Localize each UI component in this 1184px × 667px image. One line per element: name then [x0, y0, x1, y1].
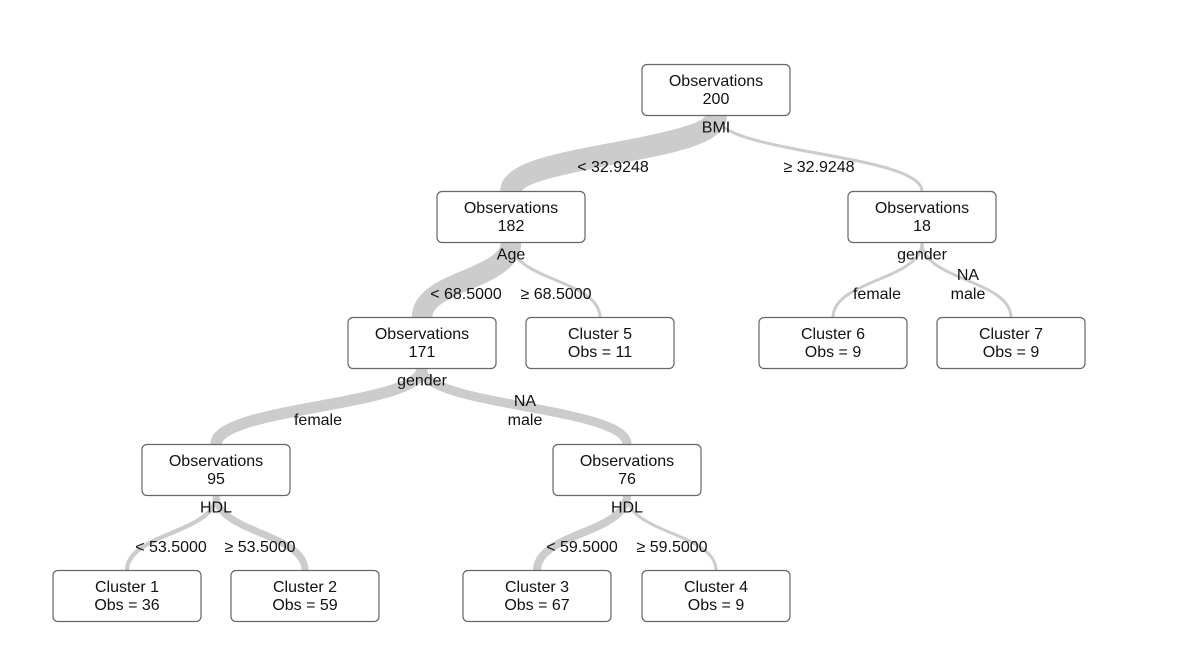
node-value: Obs = 59	[272, 597, 337, 614]
edge-label-n18-c6: female	[853, 286, 901, 303]
edge-label-n95-c2: ≥ 53.5000	[224, 539, 295, 556]
edge-label-n182-n171: < 68.5000	[430, 286, 502, 303]
node-value: Obs = 9	[805, 344, 862, 361]
node-split-variable: gender	[897, 247, 947, 264]
edge-label-n76-c4: ≥ 59.5000	[636, 539, 707, 556]
edge-label-n18-c7: NA	[957, 267, 980, 284]
edge-n95-c1	[124, 495, 219, 571]
edge-n182-n171	[411, 240, 522, 320]
node-title: Observations	[580, 453, 674, 470]
node-value: 182	[498, 218, 525, 235]
node-value: Obs = 36	[94, 597, 159, 614]
node-value: 18	[913, 218, 931, 235]
node-title: Observations	[875, 200, 969, 217]
node-title: Cluster 2	[273, 579, 337, 596]
tree-nodes: Observations200BMIObservations182AgeObse…	[52, 63, 1086, 623]
node-box	[641, 569, 791, 623]
node-value: 171	[409, 344, 436, 361]
node-box	[552, 443, 702, 497]
node-title: Cluster 4	[684, 579, 748, 596]
edge-label2-n18-c7: male	[951, 286, 986, 303]
edge-n76-c3	[533, 494, 631, 572]
node-box	[230, 569, 380, 623]
node-split-variable: gender	[397, 373, 447, 390]
edge-label-n182-c5: ≥ 68.5000	[520, 286, 591, 303]
node-split-variable: BMI	[702, 120, 730, 137]
node-value: 76	[618, 471, 636, 488]
node-value: 200	[703, 91, 730, 108]
node-value: Obs = 11	[568, 344, 632, 361]
node-title: Observations	[669, 73, 763, 90]
edge-n171-n95	[210, 366, 428, 447]
edge-n18-c7	[920, 242, 1013, 318]
node-box	[436, 190, 586, 244]
edge-label-n95-c1: < 53.5000	[135, 539, 207, 556]
node-title: Observations	[375, 326, 469, 343]
node-box	[347, 316, 497, 370]
edge-root-n18	[714, 115, 924, 192]
tree-edges	[124, 112, 1013, 572]
node-value: Obs = 9	[983, 344, 1040, 361]
edge-label2-n171-n76: male	[508, 412, 543, 429]
edge-n18-c6	[831, 242, 924, 318]
node-box	[936, 316, 1086, 370]
node-title: Cluster 5	[568, 326, 632, 343]
edge-label-n171-n76: NA	[514, 393, 537, 410]
node-split-variable: HDL	[200, 500, 232, 517]
edge-label-root-n182: < 32.9248	[577, 159, 649, 176]
edge-n171-n76	[417, 367, 632, 446]
edge-label-root-n18: ≥ 32.9248	[783, 159, 854, 176]
node-title: Cluster 6	[801, 326, 865, 343]
node-title: Cluster 7	[979, 326, 1043, 343]
node-title: Observations	[169, 453, 263, 470]
node-box	[462, 569, 612, 623]
node-box	[641, 63, 791, 117]
node-box	[525, 316, 675, 370]
edge-label-n76-c3: < 59.5000	[546, 539, 618, 556]
node-title: Cluster 3	[505, 579, 569, 596]
node-split-variable: Age	[497, 247, 526, 264]
node-split-variable: HDL	[611, 500, 643, 517]
node-box	[758, 316, 908, 370]
edge-n76-c4	[625, 495, 718, 571]
node-value: 95	[207, 471, 225, 488]
edge-label-n171-n95: female	[294, 412, 342, 429]
node-title: Cluster 1	[95, 579, 159, 596]
edge-root-n182	[500, 112, 727, 195]
node-box	[52, 569, 202, 623]
edge-n182-c5	[509, 242, 602, 318]
edge-n95-c2	[212, 494, 309, 572]
node-box	[847, 190, 997, 244]
node-box	[141, 443, 291, 497]
node-value: Obs = 67	[504, 597, 569, 614]
node-title: Observations	[464, 200, 558, 217]
node-value: Obs = 9	[688, 597, 745, 614]
tree-edge-labels: < 32.9248 ≥ 32.9248 < 68.5000 ≥ 68.5000 fema…	[135, 159, 985, 556]
